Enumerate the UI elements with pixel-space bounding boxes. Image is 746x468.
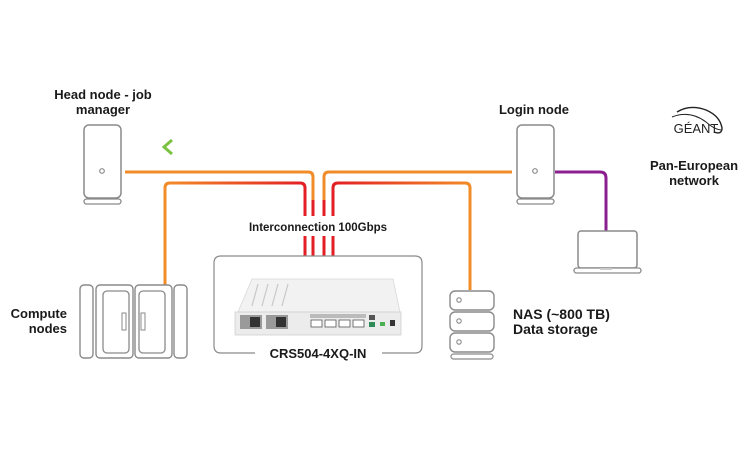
orange-link-head-node bbox=[125, 170, 315, 256]
orange-red-link-nas bbox=[331, 181, 472, 290]
orange-red-link-compute bbox=[163, 181, 307, 285]
purple-link bbox=[555, 170, 608, 232]
geant-logo-text: GÉANT bbox=[674, 121, 719, 136]
compute-nodes-label-line1: Compute bbox=[11, 306, 67, 321]
head-node-label-line2: manager bbox=[76, 102, 130, 117]
nas-label-line1: NAS (~800 TB) bbox=[513, 306, 610, 322]
compute-nodes-rack-icon bbox=[79, 284, 188, 359]
switch-device-image bbox=[234, 278, 402, 336]
nas-label-line2: Data storage bbox=[513, 321, 598, 337]
green-link bbox=[161, 138, 516, 156]
geant-logo: GÉANT bbox=[671, 106, 723, 136]
compute-nodes-label-line2: nodes bbox=[29, 321, 67, 336]
pan-european-label-line2: network bbox=[669, 173, 720, 188]
head-node-label-line1: Head node - job bbox=[54, 87, 152, 102]
interconnection-label: Interconnection 100Gbps bbox=[249, 222, 387, 234]
nas-storage-icon bbox=[449, 290, 495, 360]
laptop-icon bbox=[573, 230, 642, 274]
head-node-server-icon bbox=[83, 124, 122, 205]
orange-link-login-node bbox=[322, 170, 512, 256]
pan-european-label-line1: Pan-European bbox=[650, 158, 738, 173]
login-node-label: Login node bbox=[499, 102, 569, 117]
switch-frame bbox=[213, 255, 423, 354]
login-node-server-icon bbox=[516, 124, 555, 205]
arrow-left-icon bbox=[161, 138, 173, 156]
switch-model-label: CRS504-4XQ-IN bbox=[270, 346, 367, 361]
